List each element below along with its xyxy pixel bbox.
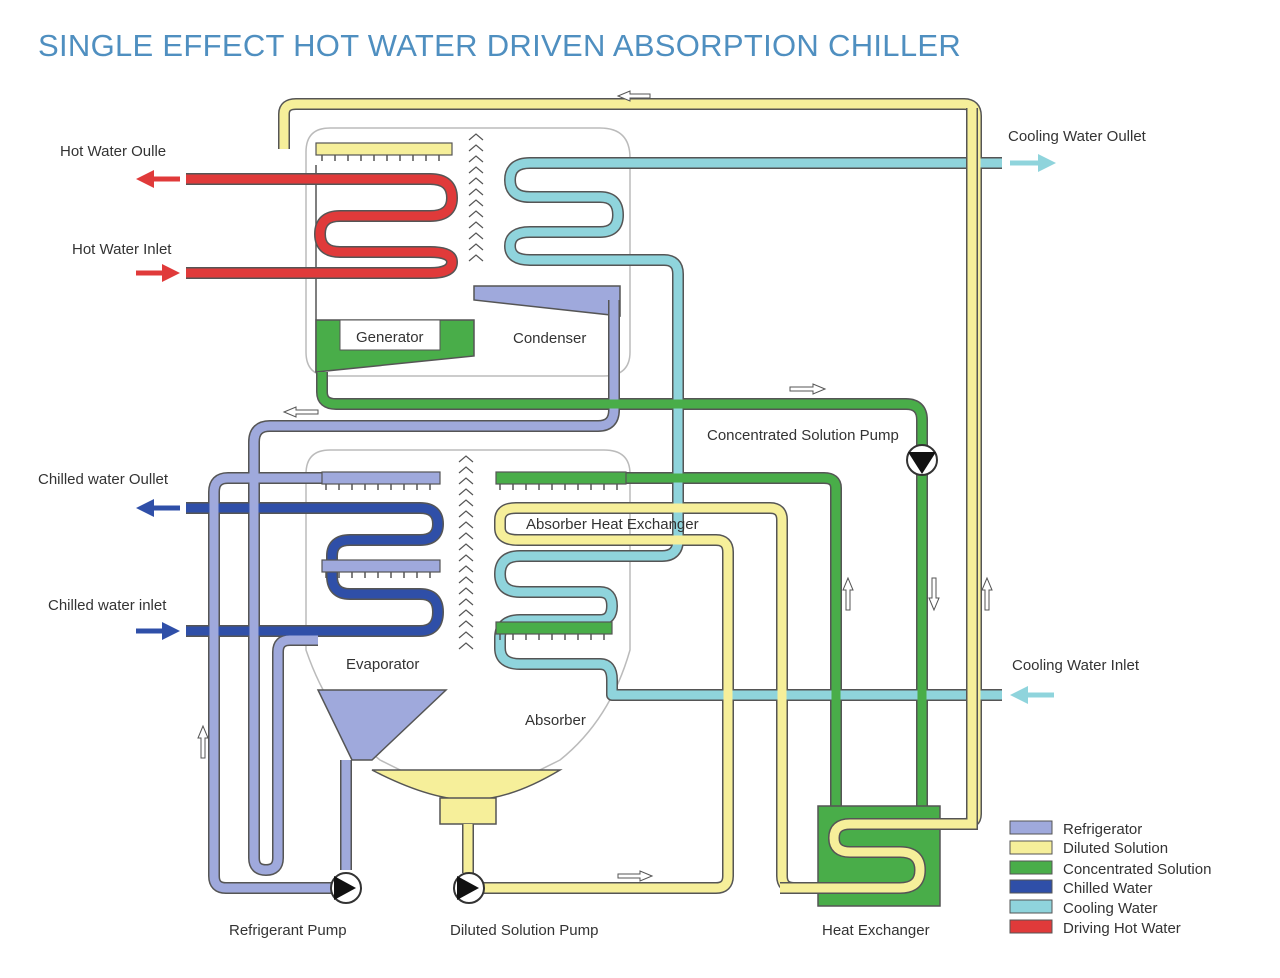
legend-swatch bbox=[1009, 820, 1053, 835]
cooling-water-inlet-arrow-icon bbox=[1010, 686, 1054, 704]
vapour-chevron bbox=[468, 199, 484, 207]
flow-arrow-icon bbox=[197, 90, 993, 882]
absorber-label: Absorber bbox=[525, 712, 586, 729]
legend-item: Driving Hot Water bbox=[1009, 919, 1181, 937]
vapour-chevron bbox=[468, 188, 484, 196]
hot-water-outlet-arrow-icon bbox=[136, 170, 180, 188]
vapour-chevron bbox=[468, 232, 484, 240]
hot-water-outlet-label: Hot Water Oulle bbox=[60, 143, 166, 160]
vapour-chevron bbox=[458, 477, 474, 485]
diluted-solution-pipe-pump bbox=[463, 503, 818, 893]
vapour-chevron bbox=[468, 177, 484, 185]
legend-label: Cooling Water bbox=[1063, 900, 1157, 917]
heat-exchanger-label: Heat Exchanger bbox=[822, 922, 930, 939]
legend-swatch bbox=[1009, 860, 1053, 875]
heat-exchanger-coil bbox=[780, 108, 977, 893]
vapour-chevron bbox=[458, 609, 474, 617]
vapour-flow-lower bbox=[458, 455, 474, 650]
legend-label: Driving Hot Water bbox=[1063, 920, 1181, 937]
refrigerant-pump[interactable] bbox=[330, 872, 362, 904]
hot-water-pipe bbox=[186, 174, 457, 278]
legend-item: Cooling Water bbox=[1009, 899, 1157, 917]
chilled-water-inlet-label: Chilled water inlet bbox=[48, 597, 167, 614]
concentrated-solution-pipe bbox=[317, 372, 927, 806]
legend-swatch bbox=[1009, 840, 1053, 855]
absorber-spray-top bbox=[495, 471, 627, 485]
refrigerant-pump-label: Refrigerant Pump bbox=[229, 922, 347, 939]
legend-item: Refrigerator bbox=[1009, 820, 1142, 838]
vapour-flow-upper bbox=[468, 133, 484, 262]
generator-label: Generator bbox=[356, 329, 424, 346]
legend-swatch bbox=[1009, 899, 1053, 914]
chilled-water-outlet-label: Chilled water Oullet bbox=[38, 471, 169, 488]
legend-item: Chilled Water bbox=[1009, 879, 1152, 897]
vapour-chevron bbox=[458, 631, 474, 639]
diluted-solution-pump-label: Diluted Solution Pump bbox=[450, 922, 598, 939]
page-title: SINGLE EFFECT HOT WATER DRIVEN ABSORPTIO… bbox=[38, 28, 962, 63]
vapour-chevron bbox=[468, 155, 484, 163]
vapour-chevron bbox=[468, 243, 484, 251]
refrigerant-pipe-condenser bbox=[249, 300, 619, 875]
legend-label: Concentrated Solution bbox=[1063, 861, 1211, 878]
cooling-water-outlet-label: Cooling Water Oullet bbox=[1008, 128, 1147, 145]
absorber-sump bbox=[439, 797, 497, 825]
legend-swatch bbox=[1009, 919, 1053, 934]
vapour-chevron bbox=[468, 166, 484, 174]
absorber-heat-exchanger-label: Absorber Heat Exchanger bbox=[526, 516, 699, 533]
legend-swatch bbox=[1009, 879, 1053, 894]
legend-label: Diluted Solution bbox=[1063, 840, 1168, 857]
generator-label-box bbox=[339, 319, 441, 351]
absorber-pool bbox=[371, 769, 563, 801]
concentrated-solution-pump[interactable] bbox=[906, 444, 938, 476]
refrigerant-pipe-pump bbox=[209, 473, 351, 893]
vapour-chevron bbox=[468, 254, 484, 262]
evaporator-spray-top bbox=[321, 471, 441, 485]
vapour-chevron bbox=[458, 587, 474, 595]
heat-exchanger-coil-outline bbox=[780, 108, 978, 894]
vapour-chevron bbox=[458, 532, 474, 540]
chilled-water-outlet-arrow-icon bbox=[136, 499, 180, 517]
condenser-label: Condenser bbox=[513, 330, 586, 347]
cooling-water-outlet-arrow-icon bbox=[1010, 154, 1056, 172]
vapour-chevron bbox=[458, 499, 474, 507]
evaporator-label: Evaporator bbox=[346, 656, 419, 673]
legend-label: Refrigerator bbox=[1063, 821, 1142, 838]
vapour-chevron bbox=[468, 144, 484, 152]
vapour-chevron bbox=[458, 576, 474, 584]
legend: Refrigerator Diluted Solution Concentrat… bbox=[1009, 820, 1211, 937]
cooling-water-inlet-label: Cooling Water Inlet bbox=[1012, 657, 1140, 674]
vapour-chevron bbox=[458, 455, 474, 463]
upper-vessel bbox=[305, 127, 631, 377]
vapour-chevron bbox=[458, 554, 474, 562]
vapour-chevron bbox=[458, 466, 474, 474]
legend-label: Chilled Water bbox=[1063, 880, 1152, 897]
vapour-chevron bbox=[458, 565, 474, 573]
vapour-chevron bbox=[468, 221, 484, 229]
vapour-chevron bbox=[458, 543, 474, 551]
hot-water-inlet-label: Hot Water Inlet bbox=[72, 241, 172, 258]
vapour-chevron bbox=[458, 642, 474, 650]
vapour-chevron bbox=[458, 521, 474, 529]
evaporator-sump bbox=[316, 689, 448, 761]
chilled-water-inlet-arrow-icon bbox=[136, 622, 180, 640]
generator-spray bbox=[315, 142, 453, 156]
diluted-solution-pump[interactable] bbox=[453, 872, 485, 904]
vapour-chevron bbox=[468, 133, 484, 141]
evaporator-spray-mid bbox=[321, 559, 441, 573]
vapour-chevron bbox=[458, 510, 474, 518]
legend-item: Diluted Solution bbox=[1009, 840, 1168, 857]
hot-water-inlet-arrow-icon bbox=[136, 264, 180, 282]
legend-item: Concentrated Solution bbox=[1009, 860, 1211, 878]
vapour-chevron bbox=[458, 488, 474, 496]
concentrated-solution-pump-label: Concentrated Solution Pump bbox=[707, 427, 899, 444]
absorber-spray-mid bbox=[495, 621, 613, 635]
vapour-chevron bbox=[458, 620, 474, 628]
condenser-tray bbox=[473, 285, 621, 317]
vapour-chevron bbox=[468, 210, 484, 218]
vapour-chevron bbox=[458, 598, 474, 606]
